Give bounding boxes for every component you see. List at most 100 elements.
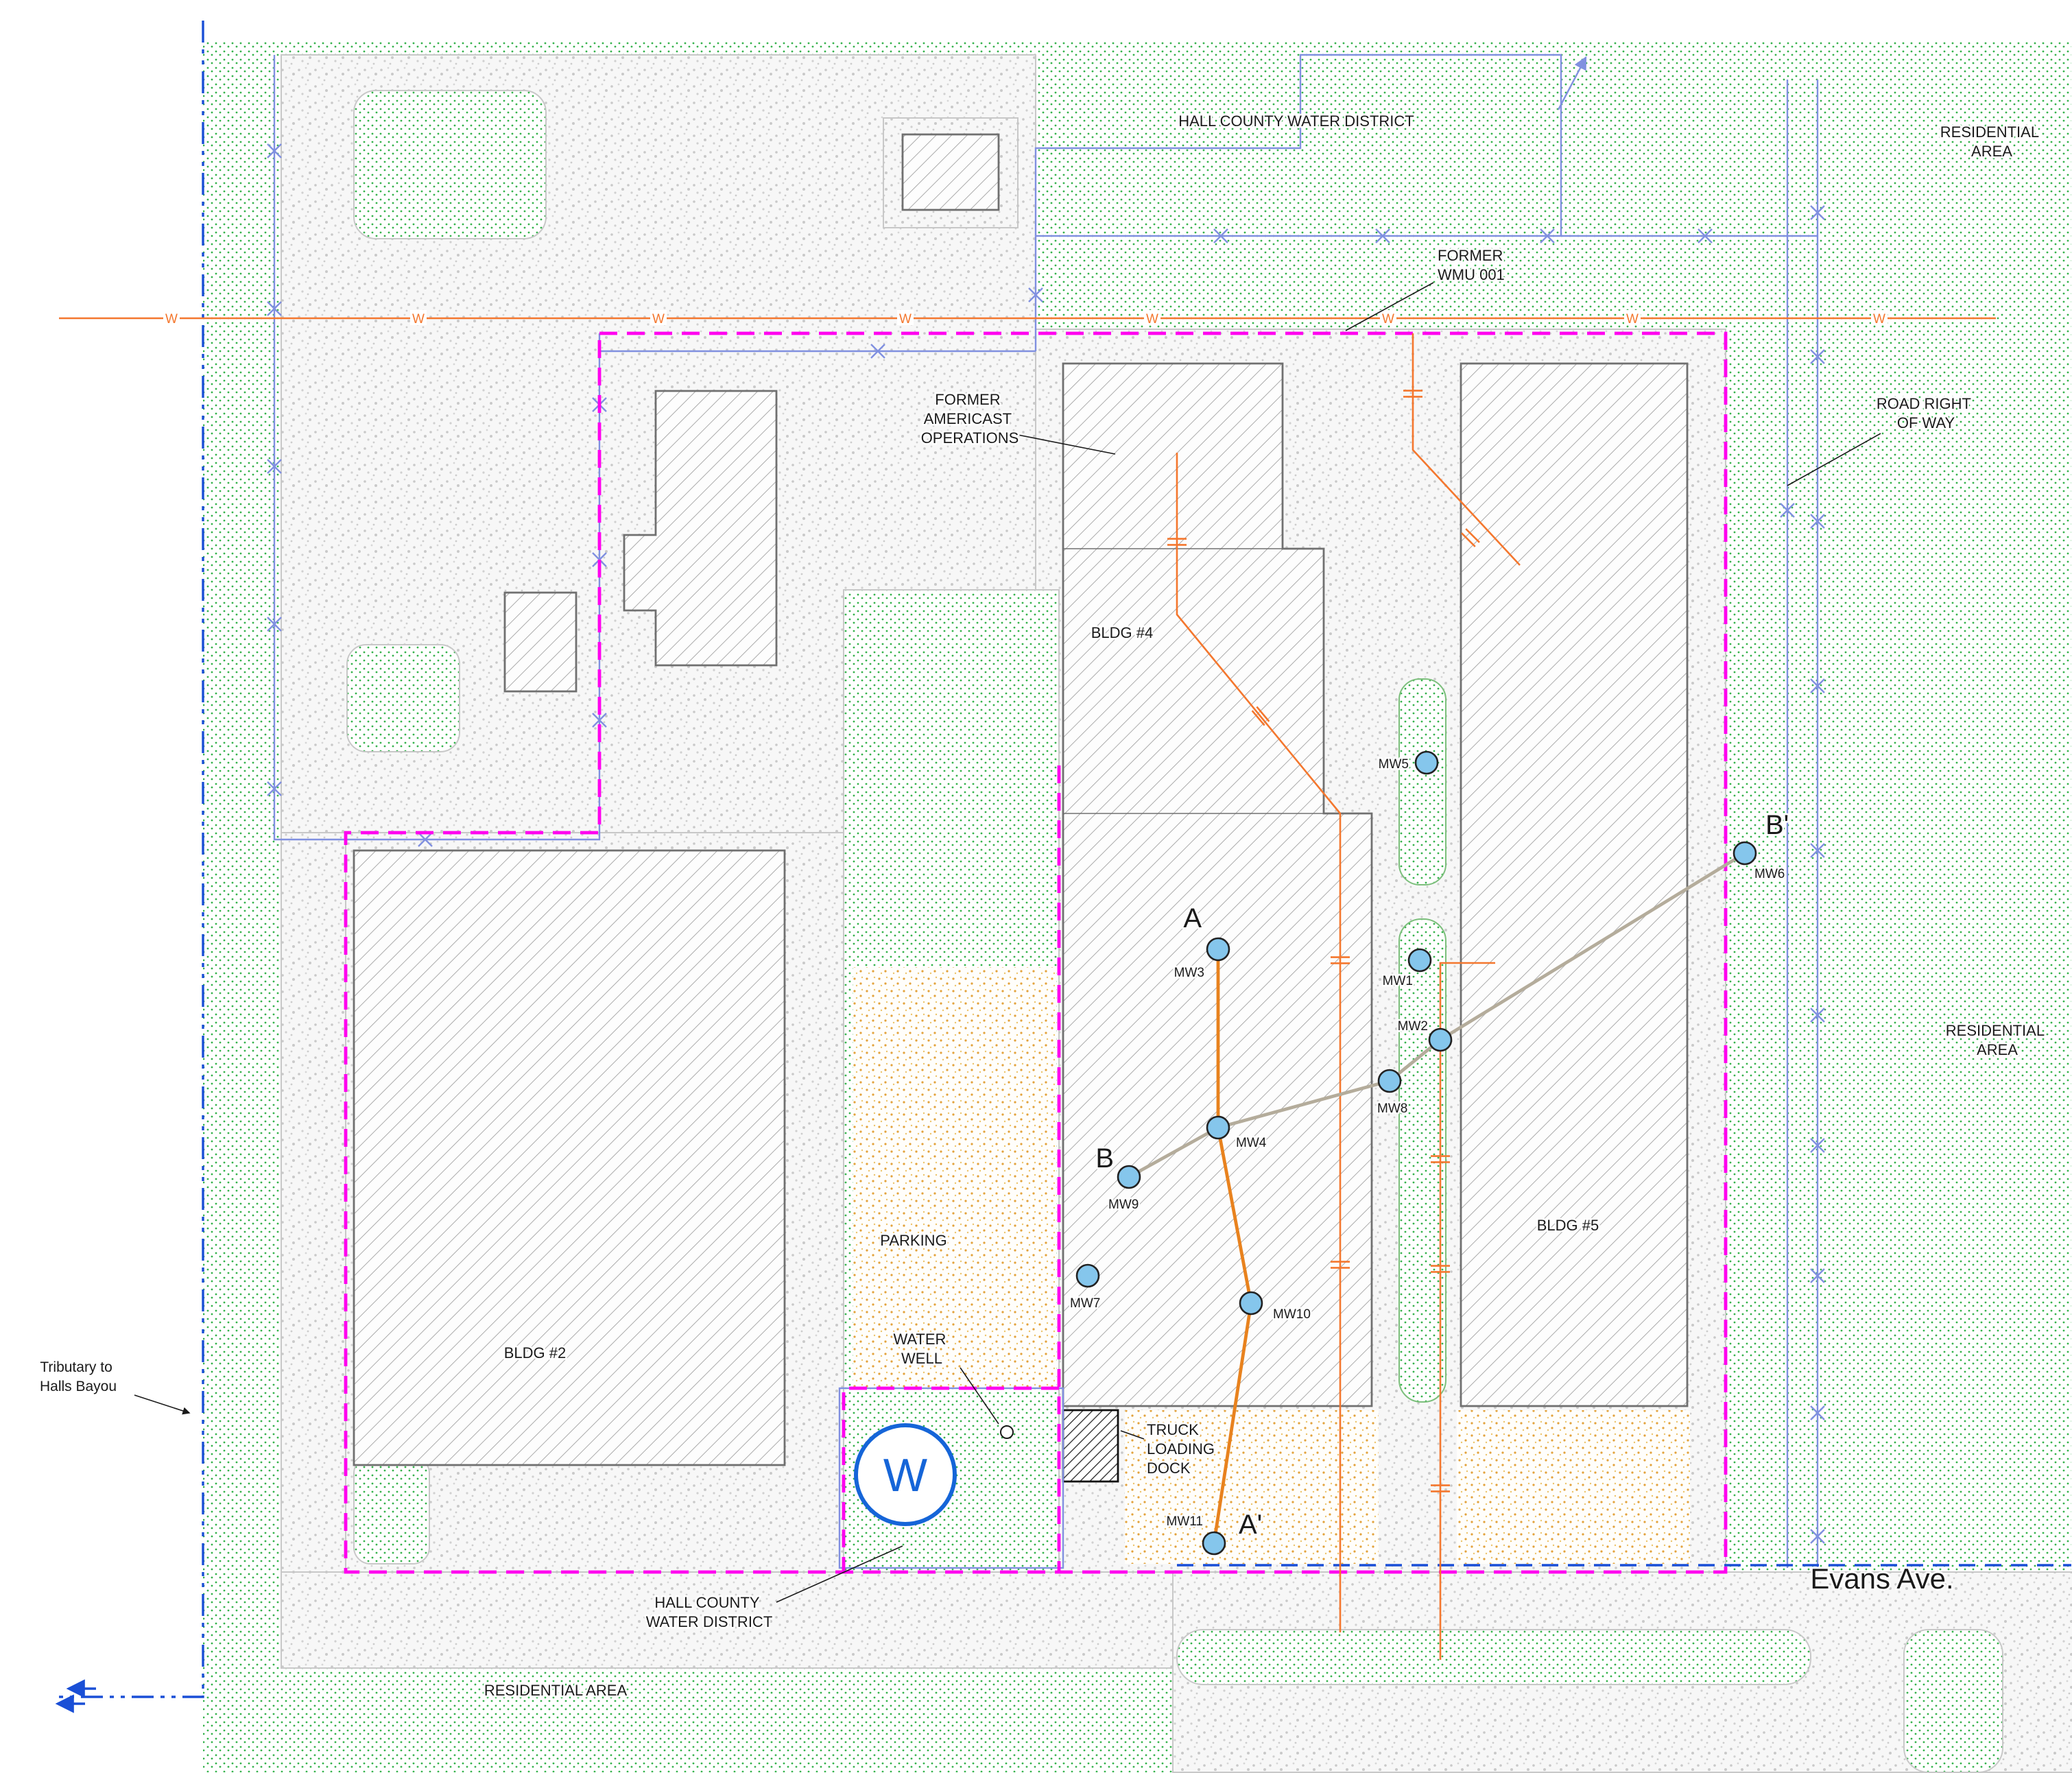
label-former-americast: FORMER AMERICAST OPERATIONS: [921, 391, 1019, 447]
green-patch-bldg2: [353, 1456, 430, 1564]
fence-x-mark: [267, 459, 282, 474]
leader-former-wmu: [1345, 282, 1434, 331]
monitoring-well-label: MW4: [1236, 1136, 1267, 1150]
label-truck-dock: TRUCK LOADING DOCK: [1147, 1421, 1219, 1477]
label-bldg5: BLDG #5: [1537, 1217, 1599, 1234]
label-tributary: Tributary to Halls Bayou: [40, 1359, 117, 1394]
label-residential-bottom: RESIDENTIAL AREA: [484, 1682, 628, 1699]
monitoring-well-label: MW6: [1754, 867, 1785, 881]
monitoring-well-mw3: [1206, 937, 1230, 962]
label-hall-county-top: HALL COUNTY WATER DISTRICT: [1178, 112, 1414, 130]
building-pad-outline: [883, 117, 1019, 228]
monitoring-well-mw8: [1377, 1069, 1402, 1093]
fence-x-mark: [1810, 843, 1825, 858]
monitoring-well-label: MW8: [1377, 1102, 1407, 1116]
monitoring-well-label: MW9: [1108, 1198, 1139, 1212]
label-former-wmu: FORMER WMU 001: [1438, 247, 1507, 283]
median-strip-1: [1398, 678, 1446, 885]
parking-lot-area: [853, 967, 1056, 1388]
fence-x-mark: [1780, 503, 1795, 518]
utility-ticks: [1167, 390, 1480, 1492]
fence-x-mark: [1213, 228, 1228, 243]
cross-section-label: A: [1183, 903, 1202, 933]
fence-x-mark: [1698, 228, 1713, 243]
green-island-1: [353, 90, 547, 239]
green-strip-bottom: [1176, 1629, 1811, 1685]
loading-area-south: [1125, 1410, 1379, 1564]
fence-x-mark: [870, 344, 885, 359]
monitoring-well-label: MW11: [1167, 1514, 1203, 1529]
monitoring-well-mw11: [1202, 1531, 1226, 1556]
monitoring-well-mw9: [1117, 1165, 1141, 1189]
fence-x-mark: [267, 301, 282, 316]
water-line-marker-bg: [1380, 310, 1396, 325]
loading-area-south-east: [1457, 1410, 1690, 1564]
fence-x-marks: [267, 143, 1825, 1544]
fence-x-mark: [1810, 1008, 1825, 1023]
monitoring-well-label: MW7: [1070, 1296, 1100, 1311]
fence-line-left: [273, 55, 601, 841]
label-water-well: WATER WELL: [893, 1331, 950, 1367]
parcel-arrow: [1557, 56, 1587, 110]
monitoring-well-label: MW5: [1379, 757, 1409, 772]
water-line-marker-bg: [1871, 310, 1888, 325]
cross-section-a-line: [1212, 949, 1253, 1544]
water-line-marker-bg: [163, 310, 180, 325]
label-bldg2: BLDG #2: [504, 1344, 567, 1361]
water-line-marker-bg: [410, 310, 427, 325]
water-line-marker-bg: [650, 310, 667, 325]
median-strip-2: [1398, 918, 1446, 1403]
utility-line-2: [1176, 453, 1342, 1632]
building-5: [1460, 362, 1689, 1407]
fence-x-mark: [267, 617, 282, 632]
monitoring-well-mw5: [1414, 750, 1439, 775]
water-line-marker: W: [1626, 312, 1639, 326]
water-well-marker: [1000, 1425, 1014, 1439]
building-top-square: [901, 133, 1000, 211]
truck-loading-dock-structure: [1062, 1409, 1119, 1483]
green-island-2: [346, 644, 460, 752]
water-line-marker: W: [899, 312, 912, 326]
monitoring-well-mw6: [1732, 841, 1757, 866]
fence-x-mark: [1810, 514, 1825, 529]
water-line-marker-bg: [897, 310, 914, 325]
parcel-outline-top: [1034, 53, 1562, 351]
parcel-outline-bottom: [838, 1387, 1064, 1569]
monitoring-well-label: MW2: [1398, 1019, 1428, 1034]
monitoring-well-label: MW10: [1273, 1307, 1311, 1322]
green-strip-bottom-right: [1903, 1629, 2003, 1773]
label-hall-county-bottom: HALL COUNTY WATER DISTRICT: [646, 1594, 773, 1630]
fence-x-mark: [1540, 228, 1555, 243]
tributary-line: [58, 21, 204, 1698]
label-residential-right: RESIDENTIAL AREA: [1946, 1022, 2049, 1058]
fence-x-mark: [1810, 678, 1825, 693]
building-2: [353, 849, 786, 1466]
road-bottom: [281, 1571, 1174, 1669]
monitoring-well-mw1: [1407, 948, 1432, 973]
leader-hall-county-bottom: [776, 1545, 903, 1603]
leader-former-americast: [1017, 434, 1116, 455]
water-line-marker: W: [1873, 312, 1885, 326]
label-parking: PARKING: [880, 1232, 946, 1249]
fence-x-mark: [267, 143, 282, 158]
fence-x-mark: [267, 781, 282, 796]
monitoring-well-mw2: [1428, 1027, 1453, 1052]
monitoring-well-label: MW1: [1383, 974, 1413, 988]
leader-tributary: [134, 1394, 191, 1415]
fence-x-mark: [418, 832, 433, 847]
fence-x-mark: [592, 713, 607, 728]
fence-x-mark: [1810, 1268, 1825, 1283]
building-small: [503, 591, 577, 693]
utility-line-3: [1439, 962, 1495, 1660]
label-bldg4: BLDG #4: [1091, 624, 1154, 641]
utility-line-1: [1412, 333, 1521, 566]
label-road-right-of-way: ROAD RIGHT OF WAY: [1877, 395, 1975, 431]
water-line-marker: W: [412, 312, 425, 326]
label-residential-top-right: RESIDENTIAL AREA: [1940, 123, 2043, 160]
water-line-marker-bg: [1144, 310, 1160, 325]
wmu-boundary-water-parcel: [842, 1386, 1059, 1572]
cross-section-label: A': [1239, 1510, 1262, 1540]
